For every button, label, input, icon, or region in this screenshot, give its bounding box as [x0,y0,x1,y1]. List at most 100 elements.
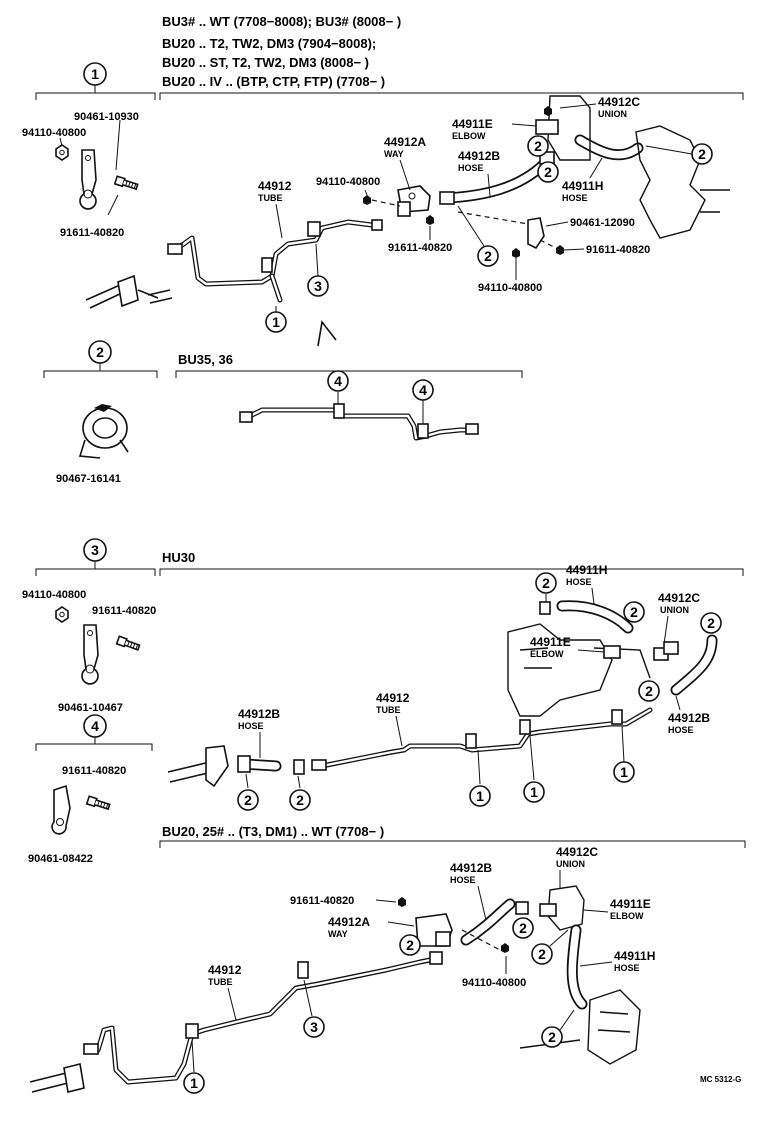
callout-3-b20: 3 [303,979,325,1038]
label-90461-10467: 90461-10467 [58,702,123,714]
callout-2-m1a: 2 [457,205,499,267]
callout-3-m1: 3 [307,243,329,297]
svg-text:1: 1 [190,1075,198,1091]
svg-text:2: 2 [244,792,252,808]
name-elbow-hu: ELBOW [530,649,564,659]
section-headers: BU3# .. WT (7708−8008); BU3# (8008− ) BU… [162,14,401,839]
callout-4-b1: 4 [327,370,349,404]
label-44911H-d1: 44911H [562,179,603,193]
label-44912-d1: 44912 [258,179,292,193]
callout-2-hu1: 2 [237,773,259,811]
main-diagram-bu20-25: 44912 TUBE 91611-40820 44912A WAY 44912B… [29,845,655,1094]
detail-4: 4 91611-40820 90461-08422 [28,714,126,865]
name-union-hu: UNION [660,605,689,615]
svg-text:1: 1 [476,788,484,804]
label-44912-b20: 44912 [208,963,242,977]
callout-1-b20: 1 [183,1039,205,1094]
svg-text:2: 2 [548,1029,556,1045]
svg-text:2: 2 [484,248,492,264]
callout-1-m1: 1 [265,306,287,333]
label-90461-12090: 90461-12090 [570,217,635,229]
name-way-b20: WAY [328,929,348,939]
name-hose-d1b: HOSE [562,193,588,203]
callout-2-hu4: 2 [623,601,645,623]
header-bu3-line4: BU20 .. IV .. (BTP, CTP, FTP) (7708− ) [162,74,385,89]
label-44912A-b20: 44912A [328,915,370,929]
svg-text:2: 2 [544,164,552,180]
header-bu3-line1: BU3# .. WT (7708−8008); BU3# (8008− ) [162,14,401,29]
label-44912C-d1: 44912C [598,95,640,109]
svg-text:2: 2 [519,920,527,936]
detail-1-number: 1 [91,66,99,82]
svg-text:2: 2 [296,792,304,808]
name-union-b20: UNION [556,859,585,869]
name-union-d1: UNION [598,109,627,119]
label-44912B-hu-right: 44912B [668,711,710,725]
label-94110-40800-b20: 94110-40800 [462,977,526,989]
detail-2: 2 90467-16141 [56,340,129,485]
callout-2-m1c: 2 [537,161,559,183]
svg-text:3: 3 [314,278,322,294]
callout-2-b20b: 2 [512,917,534,939]
name-tube-hu: TUBE [376,705,401,715]
name-hose-b20: HOSE [450,875,476,885]
name-hose-hu-right: HOSE [668,725,694,735]
svg-text:2: 2 [534,138,542,154]
name-way-d1: WAY [384,149,404,159]
detail-3-number: 3 [91,542,99,558]
name-hose-hu-left: HOSE [238,721,264,731]
svg-text:2: 2 [645,683,653,699]
svg-text:1: 1 [620,764,628,780]
callout-2-m1d: 2 [645,143,713,165]
name-tube-b20: TUBE [208,977,233,987]
label-44911H-hu: 44911H [566,563,607,577]
label-44912C-b20: 44912C [556,845,598,859]
callout-2-hu6: 2 [638,680,660,702]
name-hose-hu-top: HOSE [566,577,592,587]
callout-4-b2: 4 [412,379,434,424]
label-91611-40820-m1b: 91611-40820 [586,244,650,256]
detail-3: 3 94110-40800 91611-40820 90461-10467 [22,538,156,714]
label-44911E-hu: 44911E [530,635,571,649]
callout-1-hu1: 1 [469,749,491,807]
label-44911H-b20: 44911H [614,949,655,963]
name-tube-d1: TUBE [258,193,283,203]
header-bu20-25: BU20, 25# .. (T3, DM1) .. WT (7708− ) [162,824,384,839]
svg-text:2: 2 [698,146,706,162]
callout-2-hu3: 2 [535,572,557,602]
svg-text:2: 2 [630,604,638,620]
label-94110-40800-d3: 94110-40800 [22,589,86,601]
label-91611-40820-b20: 91611-40820 [290,895,354,907]
name-hose-d1: HOSE [458,163,484,173]
callout-2-b20c: 2 [531,929,569,965]
svg-text:2: 2 [406,937,414,953]
main-diagram-hu30: 44912 TUBE 44912B HOSE 44911H HOSE 44912… [167,563,722,811]
detail-4-number: 4 [91,718,99,734]
label-44911E-b20: 44911E [610,897,651,911]
label-91611-40820-d3: 91611-40820 [92,605,156,617]
main-diagram-bu35: 4 4 [239,370,479,441]
detail-2-number: 2 [96,344,104,360]
header-hu30: HU30 [162,550,195,565]
svg-text:3: 3 [310,1019,318,1035]
callout-2-hu5: 2 [700,612,722,634]
callout-2-m1b: 2 [527,135,549,157]
svg-text:1: 1 [272,314,280,330]
label-90467-16141: 90467-16141 [56,473,121,485]
figure-code: MC 5312-G [700,1075,741,1084]
label-44912A-d1: 44912A [384,135,426,149]
label-94110-40800-m1b: 94110-40800 [478,282,542,294]
svg-text:2: 2 [538,946,546,962]
label-91611-40820-m1: 91611-40820 [388,242,452,254]
label-44912B-d1: 44912B [458,149,500,163]
label-44912B-b20: 44912B [450,861,492,875]
main-diagram-bu3: 44912 TUBE 94110-40800 44912A WAY 44912B… [147,95,730,347]
callout-2-b20d: 2 [541,1009,575,1048]
name-hose-b20b: HOSE [614,963,640,973]
detail-1: 1 90461-10930 94110-40800 91611-40820 [22,62,159,309]
callout-1-hu3: 1 [613,725,635,783]
svg-text:2: 2 [542,575,550,591]
name-elbow-b20: ELBOW [610,911,644,921]
label-94110-40800-m1: 94110-40800 [316,176,380,188]
header-bu3-line2: BU20 .. T2, TW2, DM3 (7904−8008); [162,36,376,51]
